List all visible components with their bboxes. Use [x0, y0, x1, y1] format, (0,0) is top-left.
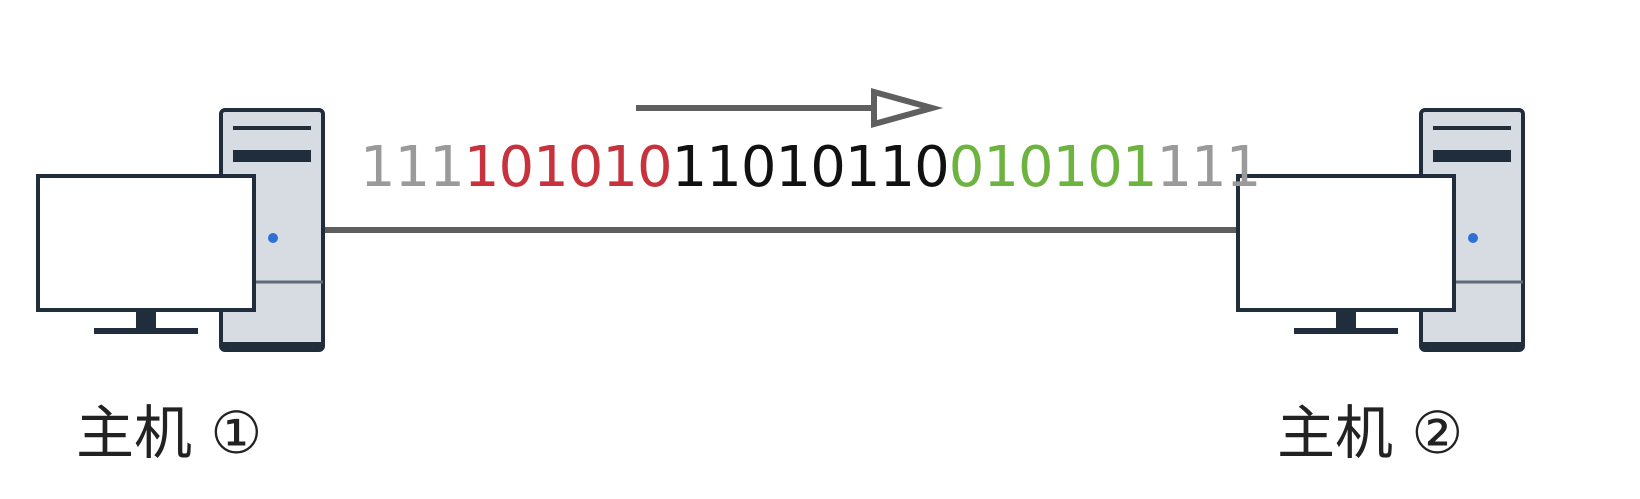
bit-stream: 11110101011010110010101111: [360, 140, 1261, 196]
host-1-computer-icon: [36, 108, 325, 352]
bits-padding-start: 111: [360, 135, 465, 200]
host-2-label: 主机 ②: [1277, 399, 1464, 467]
direction-arrow-icon: [636, 88, 944, 128]
host-2-computer-icon: [1236, 108, 1525, 352]
bits-start-flag: 101010: [463, 135, 673, 200]
bits-end-flag: 010101: [948, 135, 1158, 200]
bits-data: 11010110: [671, 135, 950, 200]
host-1-label: 主机 ①: [76, 399, 263, 467]
bits-padding-end: 111: [1156, 135, 1261, 200]
